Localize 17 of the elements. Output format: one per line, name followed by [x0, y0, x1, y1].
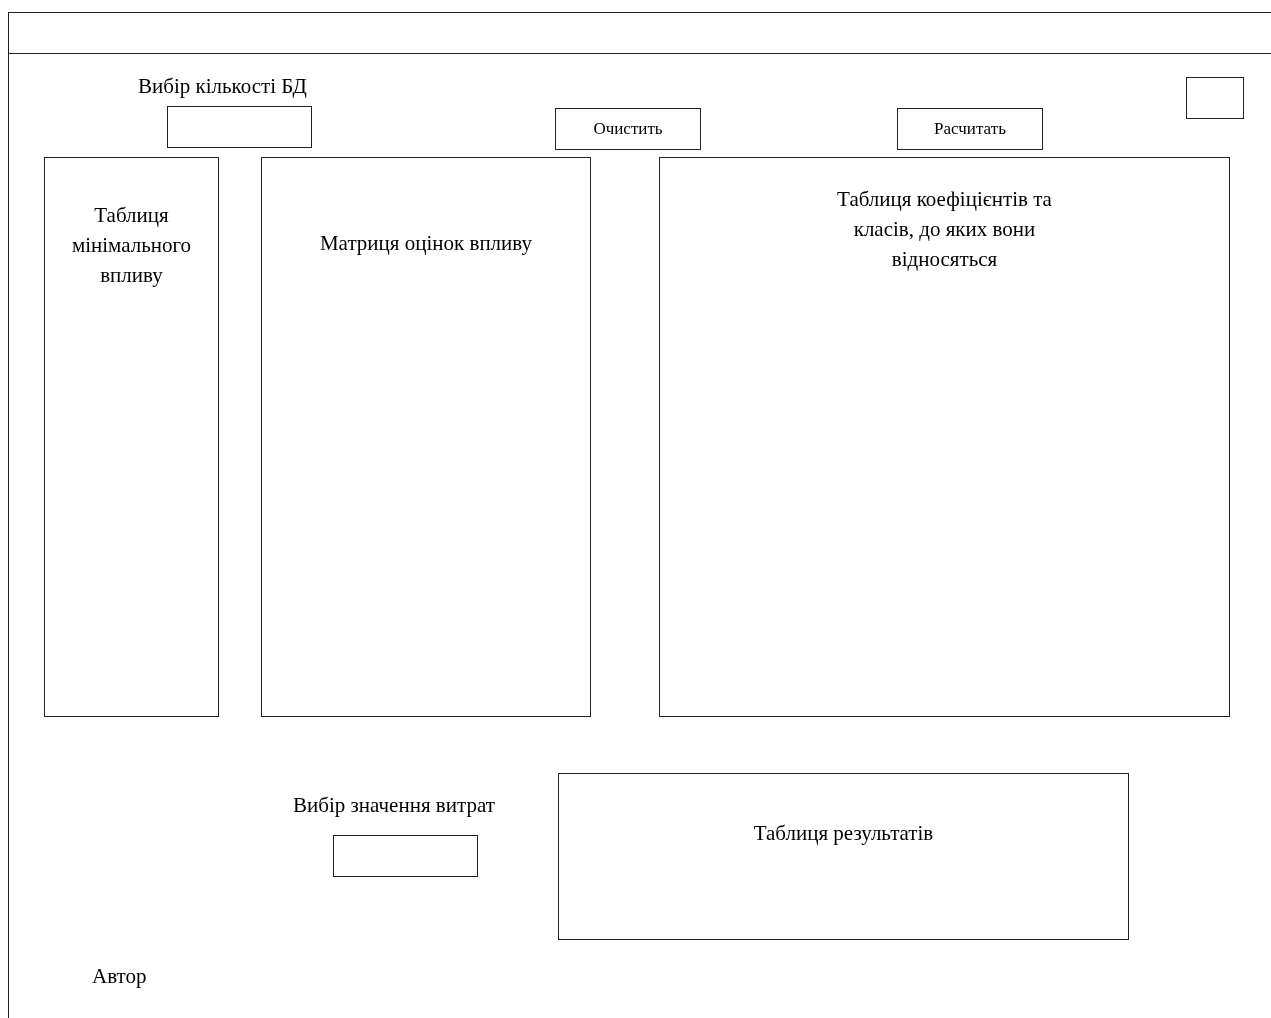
button: Очистить [555, 108, 701, 150]
table-title: Таблиця коефіцієнтів та класів, до яких вони відносяться [836, 186, 1053, 273]
table-panel [659, 157, 1230, 717]
field-label: Вибір кількості БД [138, 74, 307, 99]
window-frame [8, 12, 1271, 1018]
table-panel [261, 157, 591, 717]
field-label: Вибір значення витрат [293, 793, 495, 818]
table-panel [44, 157, 219, 717]
button: Расчитать [897, 108, 1043, 150]
field-label: Автор [92, 964, 147, 989]
window-control-box [1186, 77, 1244, 119]
table-title: Таблиця результатів [752, 820, 935, 847]
table-panel [558, 773, 1129, 940]
input-field [333, 835, 478, 877]
input-field [167, 106, 312, 148]
table-title: Матриця оцінок впливу [318, 230, 534, 257]
table-title: Таблиця мінімального впливу [70, 202, 193, 289]
